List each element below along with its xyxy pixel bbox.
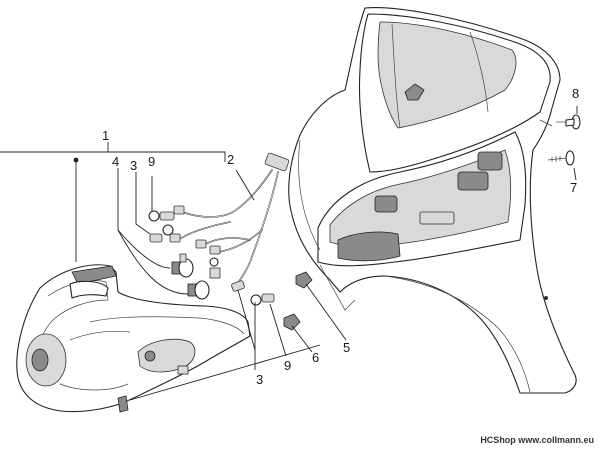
bulb-small-bottom bbox=[231, 280, 275, 306]
bulbs-and-sockets bbox=[148, 210, 313, 331]
part-number-8: 8 bbox=[572, 86, 579, 101]
screw-part-8 bbox=[556, 114, 581, 130]
leader-lines bbox=[0, 106, 578, 401]
screw-part-7 bbox=[547, 150, 575, 166]
headlamp-housing bbox=[16, 157, 251, 413]
part-number-2: 2 bbox=[227, 152, 234, 167]
part-number-3-top: 3 bbox=[130, 158, 137, 173]
clip-part-5 bbox=[295, 271, 313, 289]
part-number-labels: 1 2 4 3 9 3 9 6 5 7 8 bbox=[102, 86, 579, 387]
headlamp-bulb-lower bbox=[187, 257, 221, 300]
clip-part-6 bbox=[283, 313, 301, 331]
part-number-9-top: 9 bbox=[148, 154, 155, 169]
watermark: HCShop www.collmann.eu bbox=[480, 435, 594, 445]
part-number-7: 7 bbox=[570, 180, 577, 195]
bulb-small-top bbox=[149, 224, 174, 243]
bulb-holder-top bbox=[148, 210, 175, 222]
headlamp-bulb-upper bbox=[171, 253, 194, 278]
part-number-3-bottom: 3 bbox=[256, 372, 263, 387]
part-number-9-bottom: 9 bbox=[284, 358, 291, 373]
part-number-1: 1 bbox=[102, 128, 109, 143]
front-leg-shield bbox=[288, 7, 577, 394]
part-number-4: 4 bbox=[112, 154, 119, 169]
wiring-harness bbox=[169, 152, 290, 287]
part-number-5: 5 bbox=[343, 340, 350, 355]
part-number-6: 6 bbox=[312, 350, 319, 365]
